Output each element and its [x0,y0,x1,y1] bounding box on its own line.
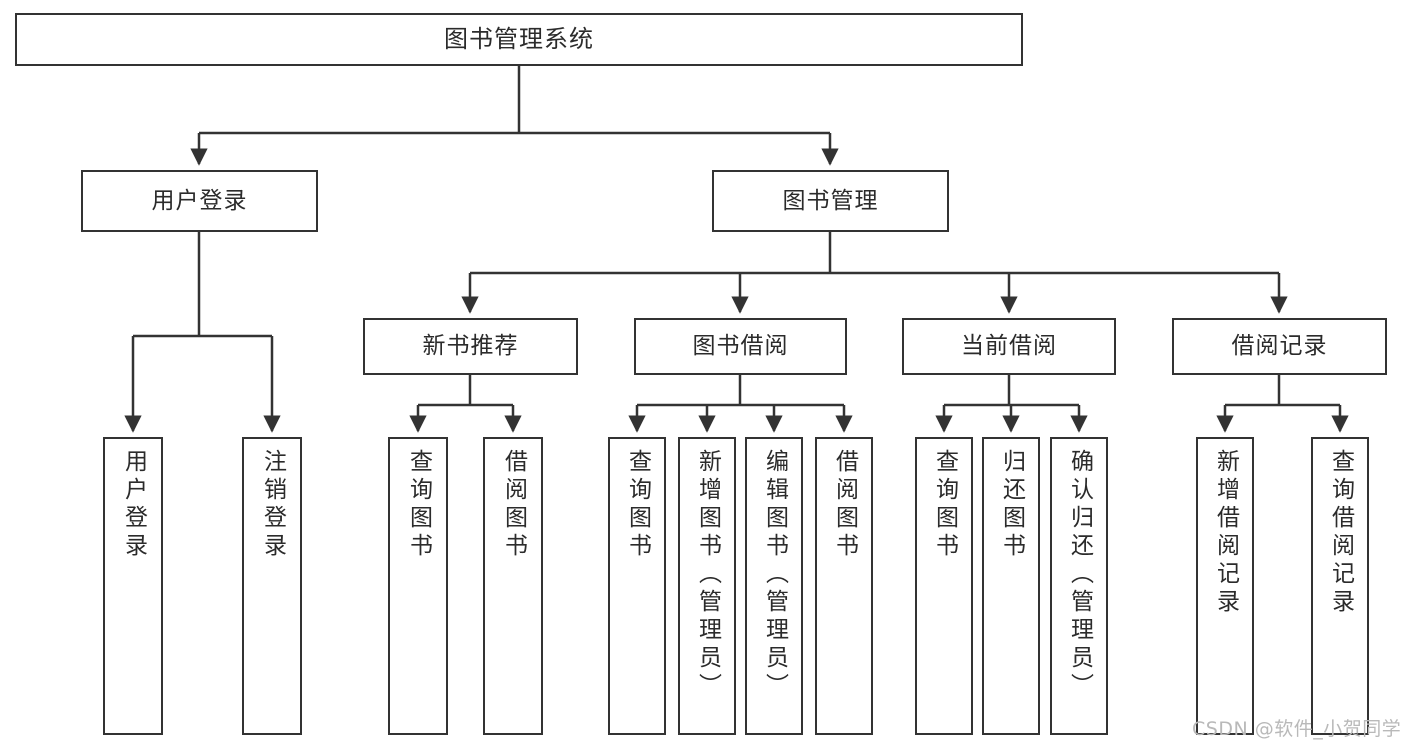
node-book-manage-label: 图书管理 [782,187,879,214]
node-book-borrow-label: 图书借阅 [692,333,789,360]
node-leaf-add-book[interactable]: 新增图书（管理员） [678,437,736,735]
node-leaf-return-book[interactable]: 归还图书 [982,437,1040,735]
node-leaf-query-book-2[interactable]: 查询图书 [608,437,666,735]
node-root-label: 图书管理系统 [444,24,594,53]
node-leaf-query-record[interactable]: 查询借阅记录 [1311,437,1369,735]
node-current-borrow-label: 当前借阅 [961,333,1057,360]
node-leaf-query-book-2-label: 查询图书 [624,449,651,561]
node-leaf-borrow-book-2-label: 借阅图书 [831,449,858,561]
node-leaf-user-login-label: 用户登录 [120,449,147,561]
node-leaf-query-book-3-label: 查询图书 [931,449,958,561]
node-current-borrow[interactable]: 当前借阅 [902,318,1116,375]
node-leaf-borrow-book-1[interactable]: 借阅图书 [483,437,543,735]
node-leaf-add-book-label: 新增图书（管理员） [694,449,721,701]
node-leaf-edit-book-label: 编辑图书（管理员） [761,449,788,701]
node-leaf-query-book-1-label: 查询图书 [405,449,432,561]
node-user-login-label: 用户登录 [151,187,248,214]
node-borrow-record[interactable]: 借阅记录 [1172,318,1387,375]
node-leaf-query-book-1[interactable]: 查询图书 [388,437,448,735]
node-root[interactable]: 图书管理系统 [15,13,1023,66]
node-borrow-record-label: 借阅记录 [1231,333,1328,360]
node-leaf-borrow-book-1-label: 借阅图书 [500,449,527,561]
node-new-book-recommend[interactable]: 新书推荐 [363,318,578,375]
node-leaf-return-book-label: 归还图书 [998,449,1025,561]
node-book-manage[interactable]: 图书管理 [712,170,949,232]
node-leaf-borrow-book-2[interactable]: 借阅图书 [815,437,873,735]
node-leaf-user-logout-label: 注销登录 [259,449,286,561]
node-new-book-recommend-label: 新书推荐 [422,333,519,360]
node-leaf-query-book-3[interactable]: 查询图书 [915,437,973,735]
node-user-login[interactable]: 用户登录 [81,170,318,232]
node-leaf-user-login[interactable]: 用户登录 [103,437,163,735]
node-leaf-edit-book[interactable]: 编辑图书（管理员） [745,437,803,735]
csdn-watermark: CSDN @软件_小贺同学 [1192,718,1402,740]
node-leaf-query-record-label: 查询借阅记录 [1327,449,1354,617]
node-leaf-add-record[interactable]: 新增借阅记录 [1196,437,1254,735]
node-leaf-add-record-label: 新增借阅记录 [1212,449,1239,617]
node-leaf-user-logout[interactable]: 注销登录 [242,437,302,735]
node-book-borrow[interactable]: 图书借阅 [634,318,847,375]
node-leaf-confirm-return[interactable]: 确认归还（管理员） [1050,437,1108,735]
node-leaf-confirm-return-label: 确认归还（管理员） [1066,449,1093,701]
